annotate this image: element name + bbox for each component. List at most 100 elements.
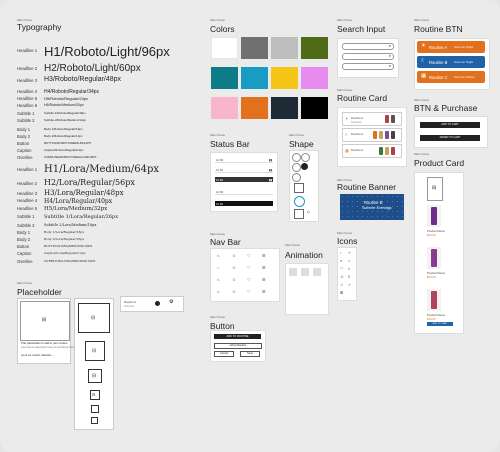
image-placeholder: ⊟ bbox=[427, 177, 443, 201]
search-input[interactable]: ⌕ bbox=[342, 53, 394, 60]
type-sample: H4/Roboto/Regular/34px bbox=[44, 89, 100, 95]
search-input[interactable]: ⌕ bbox=[342, 43, 394, 50]
heart-icon[interactable]: ♡ bbox=[247, 277, 251, 282]
routine-card[interactable]: ☾ Routine A bbox=[342, 128, 402, 142]
routine-card[interactable]: ☀ Routine A Summer bbox=[342, 112, 402, 126]
search-title: Search Input bbox=[337, 24, 386, 34]
type-label: Subtitle 2 bbox=[17, 118, 35, 123]
status-bar-dark: 12:00 bbox=[215, 201, 273, 206]
placeholder-sizes: ⊟ ⊟ ⊟ ⊟ bbox=[74, 298, 114, 430]
routine-card-label: Routine A bbox=[351, 116, 364, 120]
type-label: Caption bbox=[17, 148, 32, 153]
settings-icon[interactable]: ⚙ bbox=[169, 299, 174, 305]
placeholder-body: Lorem ipsum placeholder body text descri… bbox=[21, 347, 77, 349]
icons-frame: › + ⌕ ⌂ ♡ × ☺ ≡ ☆ ✓ ⊞ bbox=[337, 247, 357, 301]
color-swatch bbox=[271, 67, 298, 89]
type-sample: H6/Roboto/Medium/20px bbox=[44, 103, 84, 107]
frame-tag: Main frame bbox=[337, 231, 353, 235]
radio-selected[interactable] bbox=[155, 301, 160, 306]
product-price: $34.00 bbox=[427, 233, 436, 237]
frame-tag: Main frame bbox=[17, 281, 33, 285]
cart-icon: ⊞ bbox=[340, 290, 344, 295]
banner-line1: Routine B bbox=[364, 200, 383, 205]
add-routine-button[interactable]: Add a Routine bbox=[214, 343, 262, 349]
home-icon[interactable]: ⌂ bbox=[217, 289, 220, 294]
menu-icon[interactable]: ☰ bbox=[262, 265, 266, 270]
type-sample: Body 1/Roboto/Regular/16px bbox=[44, 127, 83, 131]
product-bottle bbox=[431, 249, 437, 267]
image-icon: ⊟ bbox=[91, 315, 96, 321]
type-label: Headline 6 bbox=[17, 103, 38, 108]
chevron-right-icon: › bbox=[340, 250, 342, 255]
square-shape bbox=[294, 209, 304, 219]
heart-icon[interactable]: ♡ bbox=[247, 265, 251, 270]
check-icon: ✓ bbox=[348, 282, 352, 287]
add-to-cart-button[interactable]: ADD TO CART bbox=[420, 122, 480, 128]
calendar-icon: ▦ bbox=[345, 148, 349, 153]
product-add-button[interactable]: ADD TO CART bbox=[427, 322, 453, 326]
animation-box bbox=[301, 268, 309, 276]
cancel-button[interactable]: Cancel bbox=[214, 351, 234, 357]
status-bar-title: Status Bar bbox=[210, 139, 250, 149]
type-label: Subtitle 2 bbox=[17, 223, 35, 228]
home-icon[interactable]: ⌂ bbox=[217, 277, 220, 282]
btn-purchase-frame: ADD TO CART ADDED TO CART bbox=[414, 116, 488, 148]
type-sample: Caption/Lora/Regular/12px bbox=[44, 251, 86, 255]
moon-icon: ☾ bbox=[345, 132, 349, 137]
routine-button-label: Routine B bbox=[429, 59, 448, 65]
type-label: Headline 4 bbox=[17, 198, 38, 203]
type-label: Overline bbox=[17, 259, 33, 264]
save-button[interactable]: Save bbox=[240, 351, 260, 357]
user-icon[interactable]: ☺ bbox=[232, 277, 237, 282]
frame-tag: Main frame bbox=[210, 315, 226, 319]
product-thumb bbox=[373, 131, 377, 139]
type-label: Headline 3 bbox=[17, 191, 38, 197]
type-label: Caption bbox=[17, 251, 32, 256]
routine-toggle-sub: Summer bbox=[124, 304, 135, 308]
type-label: Headline 1 bbox=[17, 48, 38, 54]
routine-banner[interactable]: Routine B Summer Evenings bbox=[340, 194, 404, 220]
home-icon[interactable]: ⌂ bbox=[217, 265, 220, 270]
color-swatch bbox=[301, 37, 328, 59]
banner-line2: Summer Evenings bbox=[362, 206, 392, 210]
type-sample: Subtitle 1/Lora/Regular/26px bbox=[44, 214, 119, 220]
frame-tag: Main frame bbox=[285, 243, 301, 247]
search-input[interactable]: ⌕ bbox=[342, 63, 394, 70]
type-sample: H1/Roboto/Light/96px bbox=[44, 44, 170, 59]
user-icon[interactable]: ☺ bbox=[232, 289, 237, 294]
battery-icon: ▮▮ bbox=[268, 157, 272, 162]
menu-icon[interactable]: ☰ bbox=[262, 253, 266, 258]
frame-tag: Main frame bbox=[289, 133, 305, 137]
type-label: Headline 3 bbox=[17, 78, 38, 84]
status-bar-light: 12:00▮▮ bbox=[215, 167, 273, 173]
close-icon: × bbox=[348, 266, 351, 271]
type-sample: Body 2/Roboto/Regular/14px bbox=[44, 134, 83, 138]
type-label: Headline 1 bbox=[17, 167, 38, 173]
heart-icon[interactable]: ♡ bbox=[247, 253, 251, 258]
menu-icon[interactable]: ☰ bbox=[262, 277, 266, 282]
user-icon[interactable]: ☺ bbox=[232, 265, 237, 270]
routine-card-label: Routine A bbox=[351, 132, 364, 136]
user-icon[interactable]: ☺ bbox=[232, 253, 237, 258]
menu-icon[interactable]: ☰ bbox=[262, 289, 266, 294]
routine-card-frame: ☀ Routine A Summer ☾ Routine A ▦ Routine… bbox=[337, 107, 407, 167]
product-name: Product Name bbox=[427, 229, 445, 233]
type-label: Headline 4 bbox=[17, 89, 38, 94]
add-to-routine-button[interactable]: ADD TO ROUTINE bbox=[214, 334, 261, 339]
routine-card[interactable]: ▦ Routine A bbox=[342, 144, 402, 158]
added-to-cart-button[interactable]: ADDED TO CART bbox=[420, 135, 480, 141]
type-sample: H3/Roboto/Regular/48px bbox=[44, 76, 122, 83]
product-thumb bbox=[385, 147, 389, 155]
type-sample: Subtitle 2/Lora/Medium/18px bbox=[44, 223, 97, 227]
type-label: Headline 2 bbox=[17, 180, 38, 186]
heart-icon[interactable]: ♡ bbox=[247, 289, 251, 294]
product-thumb bbox=[379, 147, 383, 155]
routine-button-sub: Summer Winter bbox=[454, 75, 475, 79]
home-icon[interactable]: ⌂ bbox=[217, 253, 220, 258]
placeholder-link[interactable]: Go to our custom collection → bbox=[21, 354, 55, 357]
type-sample: BUTTON/LORA/MEDIUM/16PX bbox=[44, 244, 93, 248]
